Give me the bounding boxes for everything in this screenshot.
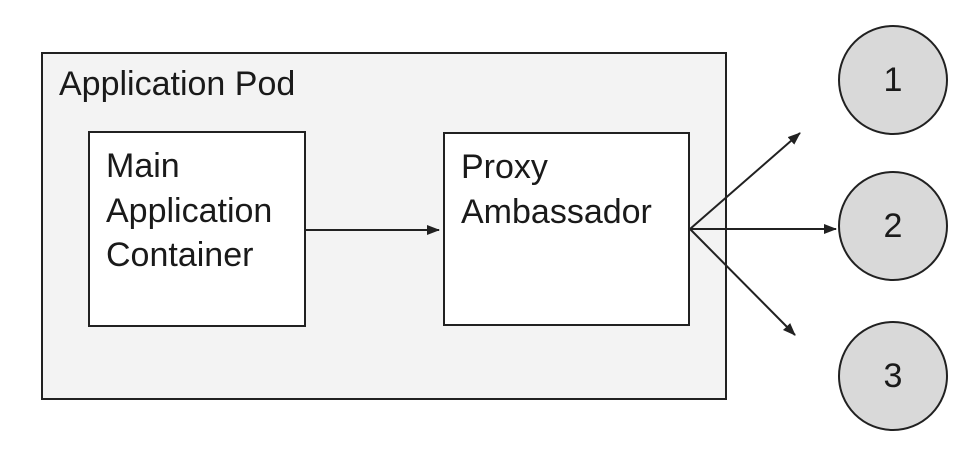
endpoint-circle-1-label: 1: [883, 60, 903, 99]
endpoint-circle-1: 1: [838, 25, 948, 135]
application-pod-label: Application Pod: [59, 65, 296, 103]
endpoint-circle-2-label: 2: [883, 206, 903, 245]
endpoint-circle-3: 3: [838, 321, 948, 431]
endpoint-circle-2: 2: [838, 171, 948, 281]
node-proxy-ambassador-label: Proxy Ambassador: [461, 148, 652, 231]
node-main-application-container: Main Application Container: [88, 131, 306, 327]
endpoint-circle-3-label: 3: [883, 356, 903, 395]
node-proxy-ambassador: Proxy Ambassador: [443, 132, 690, 326]
node-main-application-container-label: Main Application Container: [106, 147, 273, 275]
